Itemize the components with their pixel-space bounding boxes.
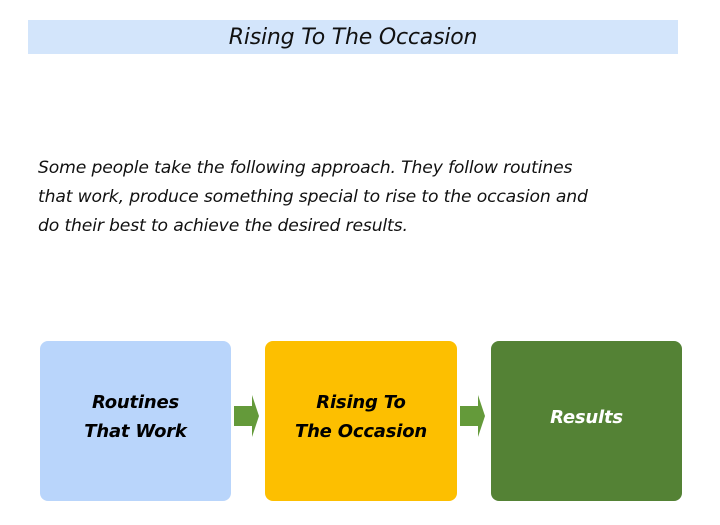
label-line: The Occasion [294, 421, 428, 442]
title-bar: Rising To The Occasion [28, 20, 678, 54]
intro-line: that work, produce something special to … [38, 187, 588, 207]
flow-box-routines: Routines That Work [40, 341, 231, 501]
label-line: That Work [84, 421, 187, 442]
label-line: Routines [91, 392, 180, 413]
flow-box-rising: Rising To The Occasion [265, 341, 457, 501]
slide-title: Rising To The Occasion [228, 24, 478, 50]
intro-paragraph: Some people take the following approach.… [38, 154, 688, 241]
right-arrow-icon [460, 395, 485, 437]
intro-line: Some people take the following approach.… [38, 158, 573, 178]
label-line: Results [550, 407, 623, 428]
intro-line: do their best to achieve the desired res… [38, 216, 408, 236]
right-arrow-icon [234, 395, 259, 437]
label-line: Rising To [316, 392, 406, 413]
flow-box-label: Rising To The Occasion [295, 388, 427, 446]
flow-box-label: Results [550, 403, 623, 432]
flow-box-results: Results [491, 341, 682, 501]
flow-box-label: Routines That Work [84, 388, 187, 446]
